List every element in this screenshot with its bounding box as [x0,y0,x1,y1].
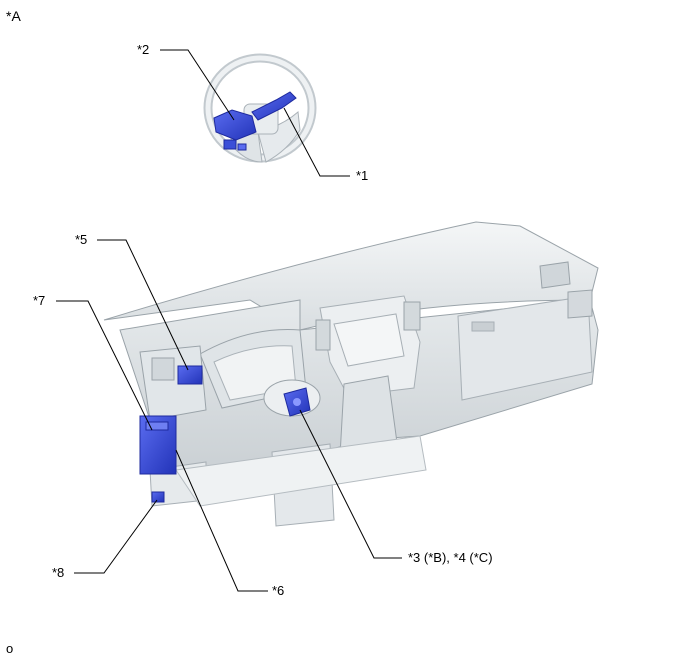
leader-3-4 [299,409,402,559]
callout-7: *7 [33,293,46,308]
combination-switch-assembly [213,91,297,151]
leader-8 [74,499,158,574]
leader-5 [97,239,189,371]
callout-1: *1 [356,168,369,183]
leader-2 [160,49,235,121]
callout-3-4: *3 (*B), *4 (*C) [408,550,493,565]
component-3-4-center [293,398,301,406]
component-7-top [145,421,169,431]
component-5 [177,365,203,385]
callout-2: *2 [137,42,150,57]
leader-1 [283,107,350,177]
callout-5: *5 [75,232,88,247]
instrument-panel [103,221,599,527]
view-label: *A [6,8,21,24]
leader-lines [56,49,402,592]
leader-7 [56,300,153,431]
leader-6 [175,449,268,592]
figure-code: o [6,641,14,656]
component-8 [151,491,165,503]
callout-6: *6 [272,583,285,598]
callout-8: *8 [52,565,65,580]
